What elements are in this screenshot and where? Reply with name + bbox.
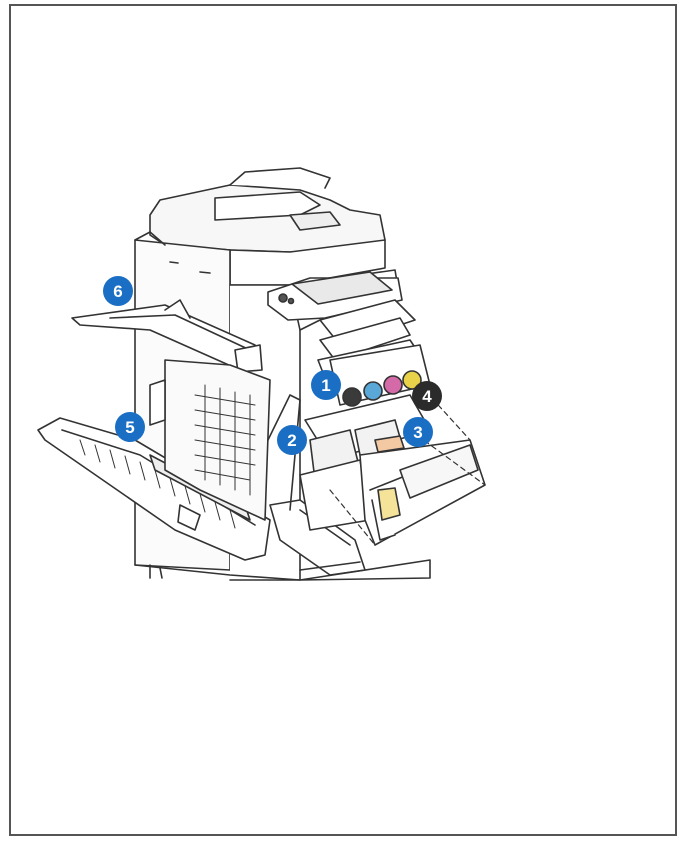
printer-base bbox=[134, 559, 431, 581]
callout-3: 3 bbox=[403, 417, 433, 447]
document-feeder bbox=[149, 167, 386, 286]
callout-5: 5 bbox=[115, 412, 145, 442]
callout-4: 4 bbox=[412, 381, 442, 411]
bypass-tray bbox=[71, 299, 263, 373]
svg-text:6: 6 bbox=[113, 282, 122, 301]
callout-1: 1 bbox=[311, 370, 341, 400]
toner-magenta bbox=[383, 375, 403, 395]
svg-text:2: 2 bbox=[287, 431, 296, 450]
svg-text:4: 4 bbox=[422, 387, 432, 406]
callout-2: 2 bbox=[277, 425, 307, 455]
callout-6: 6 bbox=[103, 276, 133, 306]
inner-cavity bbox=[149, 359, 271, 521]
toner-black bbox=[342, 387, 362, 407]
toner-cyan bbox=[363, 381, 383, 401]
toner-yellow bbox=[402, 370, 422, 390]
svg-text:3: 3 bbox=[413, 423, 422, 442]
svg-text:5: 5 bbox=[125, 418, 134, 437]
waste-toner-container bbox=[359, 439, 486, 546]
svg-text:1: 1 bbox=[321, 376, 330, 395]
